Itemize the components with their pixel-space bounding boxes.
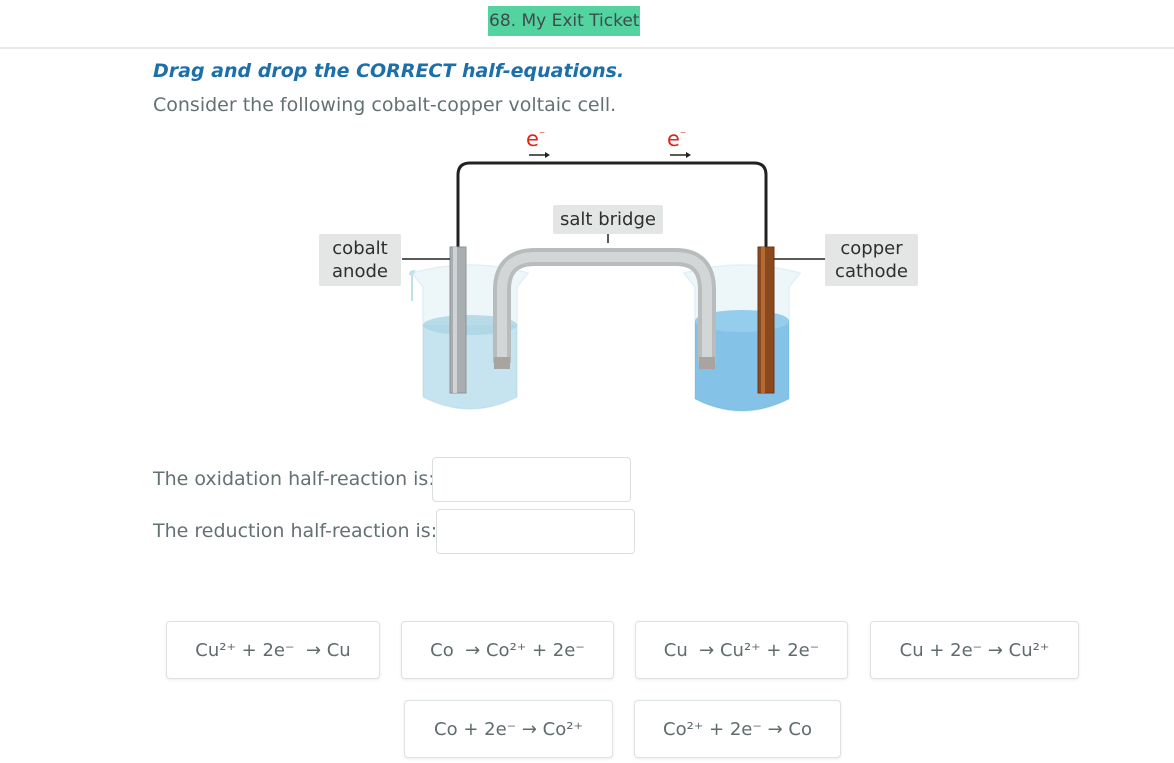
page-title: 68. My Exit Ticket	[488, 6, 641, 36]
tile-cu-oxidation[interactable]: Cu → Cu²⁺ + 2e⁻	[635, 621, 848, 679]
copper-electrode	[757, 246, 775, 394]
electron-arrow-right-icon	[670, 152, 691, 158]
copper-electrode-shine	[761, 247, 765, 393]
cathode-label-line-1: copper	[840, 238, 903, 259]
oxidation-question: The oxidation half-reaction is:	[153, 468, 435, 490]
electron-charge: ⁻	[538, 127, 546, 141]
electron-symbol: e	[667, 127, 680, 151]
oxidation-drop-zone[interactable]	[432, 457, 631, 502]
instruction-text: Drag and drop the CORRECT half-equations…	[153, 60, 625, 82]
cobalt-electrode-shine	[453, 247, 457, 393]
salt-bridge-label-text: salt bridge	[560, 209, 656, 230]
salt-bridge-tube	[493, 248, 716, 363]
tile-text: Co → Co²⁺ + 2e⁻	[430, 639, 585, 661]
salt-bridge-highlight	[497, 252, 712, 363]
top-bar: 68. My Exit Ticket	[0, 0, 1174, 49]
electron-arrow-left-icon	[529, 152, 550, 158]
tile-co-incorrect[interactable]: Co + 2e⁻ → Co²⁺	[404, 700, 613, 758]
tile-co-oxidation[interactable]: Co → Co²⁺ + 2e⁻	[401, 621, 614, 679]
tile-cu-incorrect[interactable]: Cu + 2e⁻ → Cu²⁺	[870, 621, 1079, 679]
tile-text: Cu²⁺ + 2e⁻ → Cu	[195, 639, 351, 661]
electron-symbol: e	[526, 127, 539, 151]
reduction-question: The reduction half-reaction is:	[153, 520, 438, 542]
tile-text: Cu → Cu²⁺ + 2e⁻	[663, 639, 820, 661]
reduction-drop-zone[interactable]	[436, 509, 635, 554]
cathode-label-line-2: cathode	[835, 261, 908, 282]
salt-bridge-plug-right	[699, 357, 715, 369]
cathode-label: copper cathode	[825, 234, 918, 286]
tile-text: Cu + 2e⁻ → Cu²⁺	[899, 639, 1050, 661]
tile-co-reduction[interactable]: Co²⁺ + 2e⁻ → Co	[634, 700, 841, 758]
electron-charge: ⁻	[679, 127, 687, 141]
voltaic-cell-illustration	[402, 152, 825, 412]
tile-cu-reduction[interactable]: Cu²⁺ + 2e⁻ → Cu	[166, 621, 380, 679]
electron-label-right: e⁻	[667, 127, 686, 151]
anode-label-line-1: cobalt	[332, 238, 388, 259]
electron-label-left: e⁻	[526, 127, 545, 151]
anode-label: cobalt anode	[319, 234, 401, 286]
salt-bridge-plug-left	[494, 357, 510, 369]
tile-text: Co²⁺ + 2e⁻ → Co	[663, 718, 812, 740]
anode-label-line-2: anode	[332, 261, 388, 282]
cobalt-electrode	[449, 246, 467, 394]
voltaic-cell-diagram: e⁻ e⁻ salt bridge cobalt anode copper ca…	[300, 125, 940, 425]
subtitle-text: Consider the following cobalt-copper vol…	[153, 94, 617, 116]
tile-text: Co + 2e⁻ → Co²⁺	[434, 718, 583, 740]
salt-bridge-label: salt bridge	[553, 205, 663, 234]
external-wire	[456, 161, 768, 249]
